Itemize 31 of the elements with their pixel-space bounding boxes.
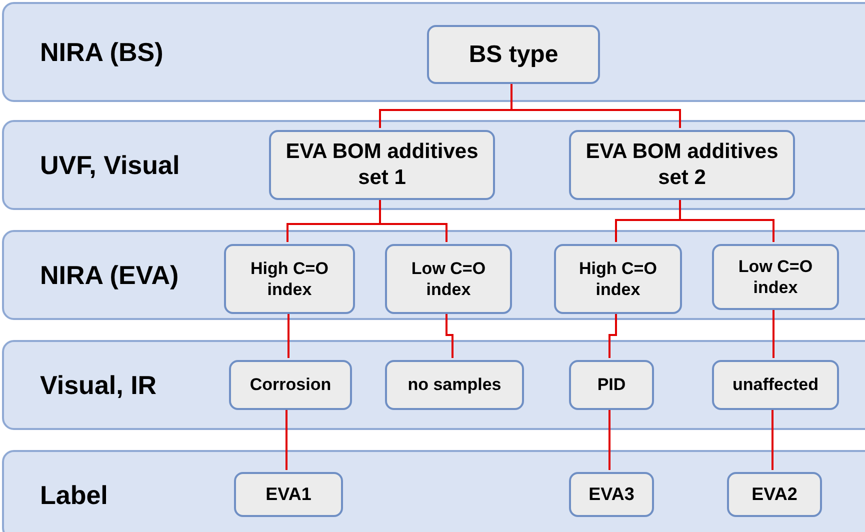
process-box: EVA BOM additives set 2: [569, 130, 795, 200]
connector-line: [608, 312, 617, 358]
row-band: [2, 230, 865, 320]
row-label: UVF, Visual: [40, 150, 180, 181]
process-box: High C=O index: [554, 244, 682, 314]
row-label: NIRA (EVA): [40, 260, 179, 291]
process-box: EVA3: [569, 472, 654, 517]
row-label: Label: [40, 480, 108, 511]
connector-line: [608, 408, 610, 470]
row-band: [2, 2, 865, 102]
row-band: [2, 120, 865, 210]
row-label: Visual, IR: [40, 370, 157, 401]
row-label: NIRA (BS): [40, 37, 164, 68]
connector-line: [446, 312, 454, 358]
process-box: Corrosion: [229, 360, 352, 410]
process-box: BS type: [427, 25, 600, 84]
connector-line: [772, 408, 774, 470]
process-box: High C=O index: [224, 244, 355, 314]
process-box: EVA BOM additives set 1: [269, 130, 495, 200]
connector-line: [772, 308, 774, 358]
process-box: EVA2: [727, 472, 822, 517]
process-box: PID: [569, 360, 654, 410]
connector-line: [286, 408, 288, 470]
process-box: Low C=O index: [385, 244, 512, 314]
row-band: [2, 340, 865, 430]
process-box: unaffected: [712, 360, 839, 410]
connector-line: [288, 312, 290, 358]
process-box: no samples: [385, 360, 524, 410]
row-band: [2, 450, 865, 532]
process-box: EVA1: [234, 472, 343, 517]
process-box: Low C=O index: [712, 244, 839, 310]
